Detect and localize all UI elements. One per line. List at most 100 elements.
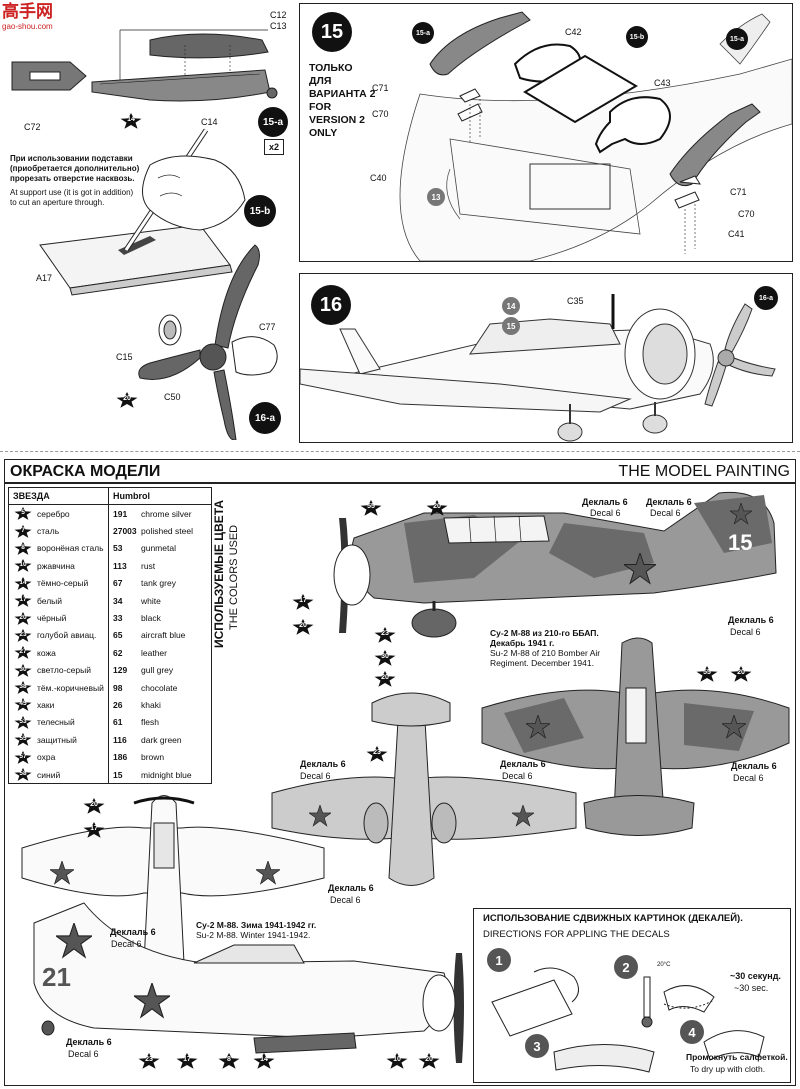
decal-title-en: DIRECTIONS FOR APPLING THE DECALS [483, 929, 670, 940]
humbrol-code: 33 [113, 613, 123, 624]
paint-star-23-a: 23 [374, 627, 396, 643]
callout-15a-left: 15-a [412, 22, 434, 44]
decal-step-2: 2 [614, 955, 638, 979]
color-name-en: chrome silver [141, 508, 192, 519]
color-star-badge: 27 [13, 646, 33, 659]
color-star-badge: 57 [13, 751, 33, 764]
humbrol-code: 61 [113, 717, 123, 728]
decal-time-ru: ~30 секунд. [730, 971, 781, 981]
label-c70-right: C70 [738, 209, 755, 219]
humbrol-code: 116 [113, 734, 127, 745]
step15-drawing [329, 11, 792, 261]
decal-label-8-en: Decal 6 [111, 939, 142, 949]
paint-star-20-e: 20 [83, 798, 105, 814]
callout-16a: 16-a [754, 286, 778, 310]
colors-table-header: ЗВЕЗДА Humbrol [9, 488, 211, 505]
humbrol-code: 98 [113, 682, 123, 693]
decal-label-2-ru: Деклаль 6 [646, 497, 692, 507]
color-name-ru: тём.-коричневый [37, 682, 104, 693]
callout-15: 15 [502, 317, 520, 335]
star-marker-14: 14 [120, 113, 142, 129]
star-marker-20: 20 [116, 392, 138, 408]
color-name-ru: голубой авиац. [37, 630, 97, 641]
decal-label-8-ru: Деклаль 6 [110, 927, 156, 937]
paint-star-20-a: 20 [426, 500, 448, 516]
color-star-badge: 14 [13, 577, 33, 590]
label-a17: A17 [36, 273, 53, 283]
label-c14: C14 [201, 117, 218, 127]
decal-label-5-ru: Деклаль 6 [500, 759, 546, 769]
color-name-ru: ворoнёная сталь [37, 543, 104, 554]
color-name-en: khaki [141, 699, 161, 710]
color-name-en: polished steel [141, 526, 193, 537]
decal-label-5-en: Decal 6 [502, 771, 533, 781]
callout-15b: 15-b [626, 26, 648, 48]
humbrol-code: 129 [113, 665, 128, 676]
humbrol-code: 67 [113, 578, 123, 589]
decal-label-6-ru: Деклаль 6 [731, 761, 777, 771]
color-star-badge: 7 [13, 525, 33, 538]
decal-label-4-ru: Деклаль 6 [300, 759, 346, 769]
humbrol-code: 15 [113, 769, 123, 780]
decal-steps-drawing [491, 967, 765, 1073]
color-name-en: white [141, 595, 161, 606]
painting-title-rule [4, 482, 796, 484]
paint-star-23-b: 23 [366, 746, 388, 762]
label-c15: C15 [116, 352, 133, 362]
callout-13: 13 [427, 188, 445, 206]
decal-label-4-en: Decal 6 [300, 771, 331, 781]
color-name-ru: чёрный [37, 613, 67, 624]
substep-15a: 15-a [258, 107, 288, 137]
step16-panel [299, 273, 793, 443]
decal-label-1-ru: Деклаль 6 [582, 497, 628, 507]
color-star-badge: 23 [13, 629, 33, 642]
painting-divider [0, 451, 800, 452]
decal-label-9-en: Decal 6 [68, 1049, 99, 1059]
paint-star-14: 14 [253, 1053, 275, 1069]
paint-star-10: 10 [386, 1053, 408, 1069]
humbrol-code: 62 [113, 647, 123, 658]
label-c43: C43 [654, 78, 671, 88]
decal-cloth-ru: Промокнуть салфеткой. [686, 1052, 788, 1062]
color-name-ru: охра [37, 752, 56, 763]
color-name-en: gull grey [141, 665, 174, 676]
painting-drawings [21, 491, 790, 1063]
color-star-badge: 58 [13, 768, 33, 781]
label-c13: C13 [270, 21, 287, 31]
decal-label-3-en: Decal 6 [730, 627, 761, 637]
humbrol-code: 191 [113, 508, 128, 519]
paint-star-8: 8 [218, 1053, 240, 1069]
color-name-en: rust [141, 560, 156, 571]
painting-title-ru: ОКРАСКА МОДЕЛИ [10, 463, 161, 480]
color-star-badge: 53 [13, 716, 33, 729]
color-name-ru: тёмно-серый [37, 578, 89, 589]
paint-star-55-b: 55 [696, 666, 718, 682]
watermark-brand: 高手网 [2, 2, 53, 22]
decal-label-9-ru: Деклаль 6 [66, 1037, 112, 1047]
paint-star-17-b: 17 [83, 822, 105, 838]
watermark: 高手网 gao-shou.com [2, 2, 82, 32]
label-c70-left: C70 [372, 109, 389, 119]
label-c77: C77 [259, 322, 276, 332]
callout-14: 14 [502, 297, 520, 315]
color-name-ru: синий [37, 769, 61, 780]
color-name-en: aircraft blue [141, 630, 186, 641]
decal-label-7-en: Decal 6 [330, 895, 361, 905]
label-c71-right: C71 [730, 187, 747, 197]
support-note-ru: При использовании подставки(приобретаетс… [10, 154, 140, 183]
paint-star-20-f: 20 [418, 1053, 440, 1069]
label-c35: C35 [567, 296, 584, 306]
color-name-en: gunmetal [141, 543, 176, 554]
color-star-badge: 30 [13, 664, 33, 677]
decal-label-2-en: Decal 6 [650, 508, 681, 518]
